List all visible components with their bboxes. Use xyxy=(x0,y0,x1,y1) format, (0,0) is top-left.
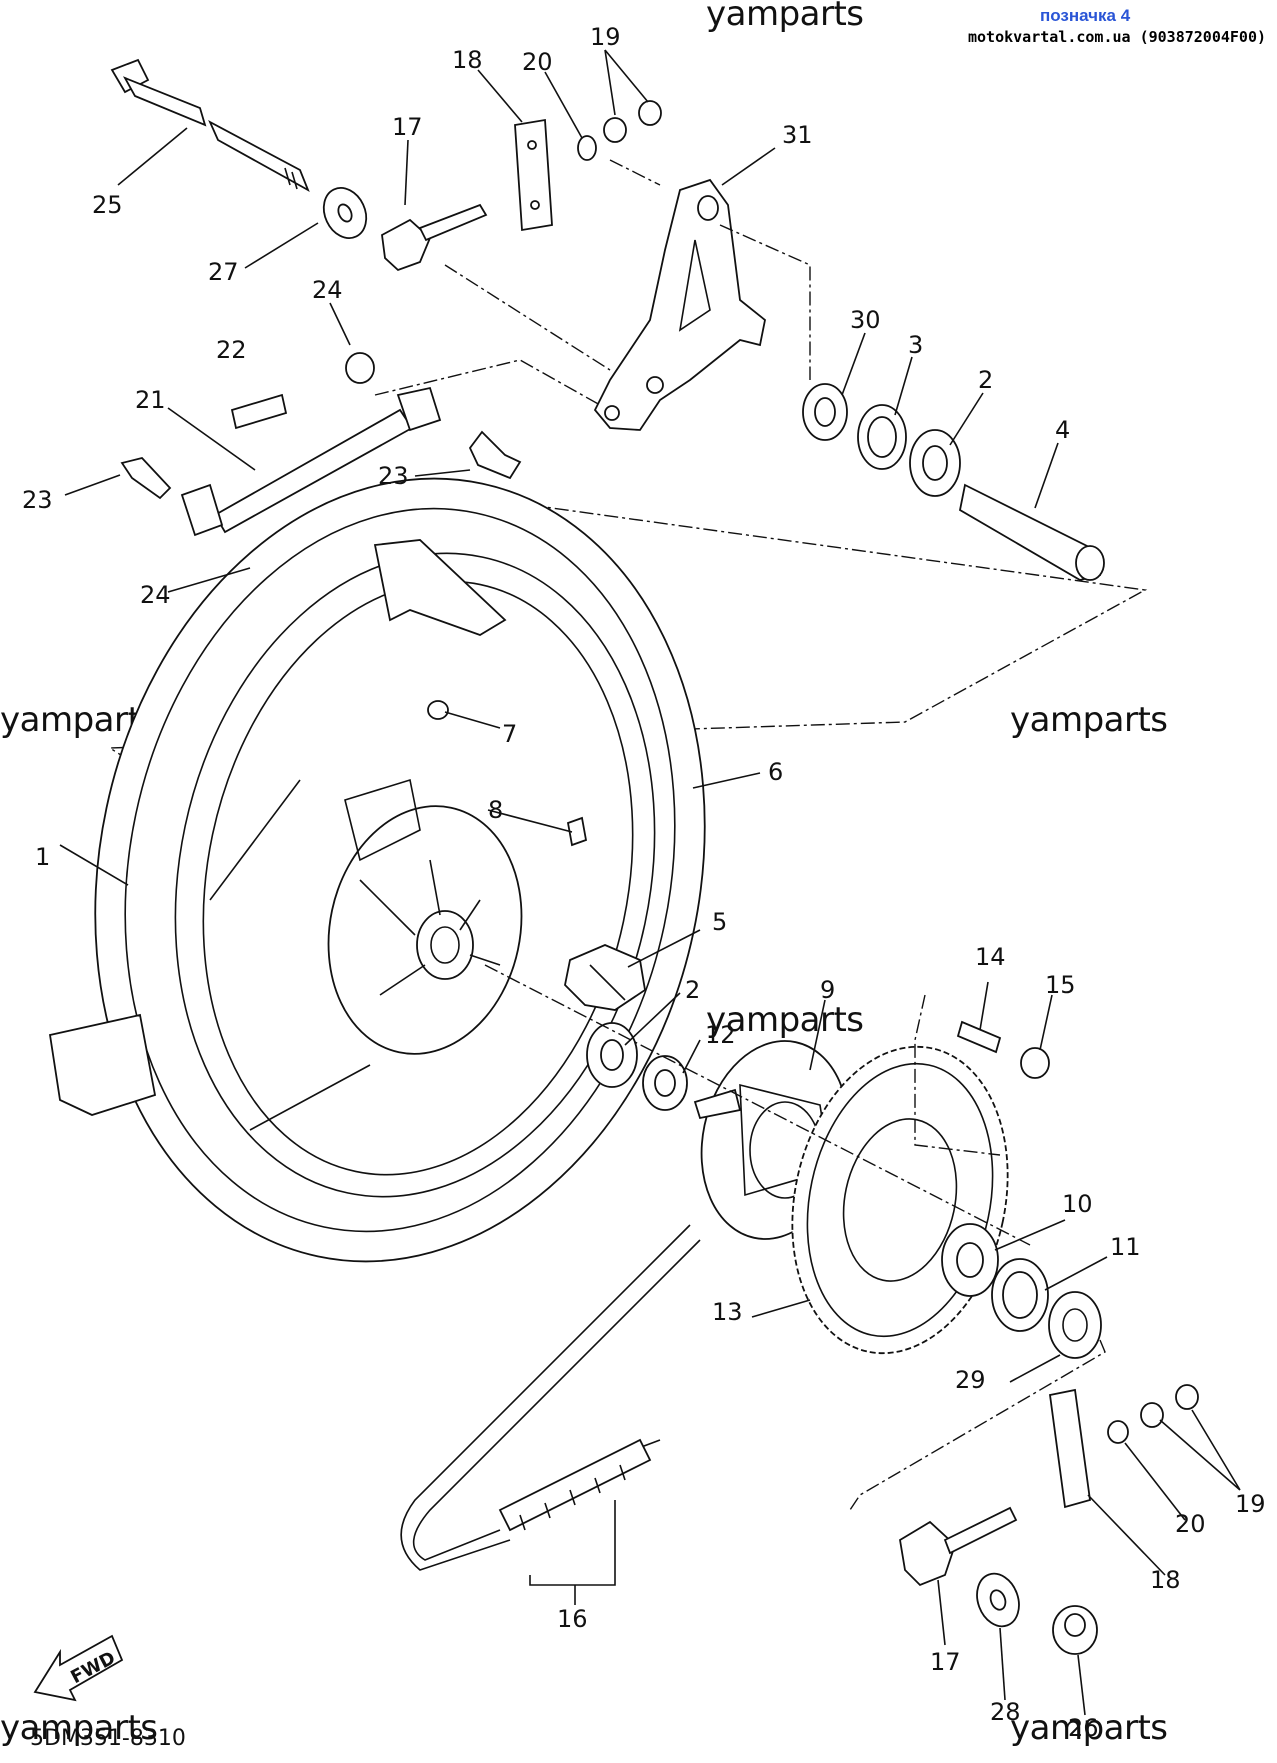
bolt-23-left-drawing xyxy=(120,456,172,500)
callout-4: 4 xyxy=(1055,416,1070,444)
bolt-23-right-drawing xyxy=(468,430,522,480)
callout-24-top: 24 xyxy=(312,276,343,304)
watermark-bottom-left: yamparts xyxy=(0,1708,158,1748)
header-site-reference[interactable]: motokvartal.com.ua (903872004F00) xyxy=(968,28,1267,46)
plate-18-top-drawing xyxy=(514,118,553,232)
callout-numbers: 25 27 18 20 19 17 31 24 22 21 23 23 24 3… xyxy=(22,23,1266,1742)
watermark-right: yamparts xyxy=(1010,700,1168,740)
valve-7-drawing xyxy=(427,700,449,720)
callout-11: 11 xyxy=(1110,1233,1141,1261)
collar-29-drawing xyxy=(1048,1291,1102,1359)
weight-8-drawing xyxy=(566,816,588,847)
callout-2-mid: 2 xyxy=(685,976,700,1004)
callout-19-top: 19 xyxy=(590,23,621,51)
callout-18-bottom: 18 xyxy=(1150,1566,1181,1594)
nut-26-drawing xyxy=(1052,1605,1098,1655)
bearing-2-mid-drawing xyxy=(586,1022,638,1088)
callout-18-top: 18 xyxy=(452,46,483,74)
header-badge[interactable]: позначка 4 xyxy=(1040,6,1131,25)
diagram-code: 5DM351-8310 xyxy=(30,1726,186,1751)
damper-5-drawing xyxy=(564,944,646,1011)
watermark-bottom-right: yamparts xyxy=(1010,1708,1168,1748)
callout-27: 27 xyxy=(208,258,239,286)
washer-28-drawing xyxy=(976,1572,1020,1628)
wheel-1-drawing xyxy=(48,477,706,1263)
callout-14: 14 xyxy=(975,943,1006,971)
plate-18-bottom-drawing xyxy=(1048,1388,1091,1509)
callout-3: 3 xyxy=(908,331,923,359)
callout-13: 13 xyxy=(712,1298,743,1326)
callout-24-bottom: 24 xyxy=(140,581,171,609)
callout-10: 10 xyxy=(1062,1190,1093,1218)
bearing-2-top-drawing xyxy=(909,429,961,497)
callout-22: 22 xyxy=(216,336,247,364)
callout-5: 5 xyxy=(712,908,727,936)
callout-26: 26 xyxy=(1068,1714,1099,1742)
washer-20-bottom-drawing xyxy=(1107,1420,1129,1444)
callout-28: 28 xyxy=(990,1698,1021,1726)
callout-8: 8 xyxy=(488,796,503,824)
callout-12: 12 xyxy=(705,1021,736,1049)
axle-4-drawing xyxy=(958,483,1105,581)
nut-24-top-drawing xyxy=(345,352,375,384)
drive-chain-16-drawing xyxy=(400,1224,701,1571)
callout-23-right: 23 xyxy=(378,462,409,490)
oil-seal-11-drawing xyxy=(991,1258,1049,1332)
label-22-drawing xyxy=(230,393,288,430)
nut-19a-top-drawing xyxy=(603,117,627,143)
callout-20-bottom: 20 xyxy=(1175,1510,1206,1538)
nut-19a-bottom-drawing xyxy=(1140,1402,1164,1428)
stud-14-drawing xyxy=(956,1020,1002,1054)
callout-29: 29 xyxy=(955,1366,986,1394)
nut-19b-bottom-drawing xyxy=(1175,1384,1199,1410)
watermark-center: yamparts xyxy=(706,1000,864,1040)
leader-lines xyxy=(59,49,1241,1716)
nut-19b-top-drawing xyxy=(638,100,662,126)
callout-19-bottom: 19 xyxy=(1235,1490,1266,1518)
callout-30: 30 xyxy=(850,306,881,334)
nut-15-drawing xyxy=(1020,1047,1050,1079)
callout-1: 1 xyxy=(35,843,50,871)
callout-9: 9 xyxy=(820,976,835,1004)
watermark-top: yamparts xyxy=(706,0,864,34)
callout-17-top: 17 xyxy=(392,113,423,141)
fwd-arrow-icon: FWD xyxy=(33,1634,124,1702)
callout-31: 31 xyxy=(782,121,813,149)
chain-adjuster-17-bottom-drawing xyxy=(899,1506,1018,1587)
oil-seal-3-drawing xyxy=(857,404,907,470)
chain-adjuster-17-top-drawing xyxy=(381,203,488,272)
axle-shaft-25-drawing xyxy=(110,58,310,193)
collar-12-drawing xyxy=(642,1055,688,1111)
caliper-bracket-31-drawing xyxy=(593,178,766,431)
callout-15: 15 xyxy=(1045,971,1076,999)
bearing-10-drawing xyxy=(941,1223,999,1297)
callout-6: 6 xyxy=(768,758,783,786)
callout-2-top: 2 xyxy=(978,366,993,394)
callout-17-bottom: 17 xyxy=(930,1648,961,1676)
callout-7: 7 xyxy=(502,720,517,748)
callout-23-left: 23 xyxy=(22,486,53,514)
collar-30-drawing xyxy=(802,383,848,441)
callout-21: 21 xyxy=(135,386,166,414)
callout-16: 16 xyxy=(557,1605,588,1633)
callout-25: 25 xyxy=(92,191,123,219)
callout-20-top: 20 xyxy=(522,48,553,76)
torque-rod-21-drawing xyxy=(180,386,442,537)
washer-20-top-drawing xyxy=(577,135,597,161)
